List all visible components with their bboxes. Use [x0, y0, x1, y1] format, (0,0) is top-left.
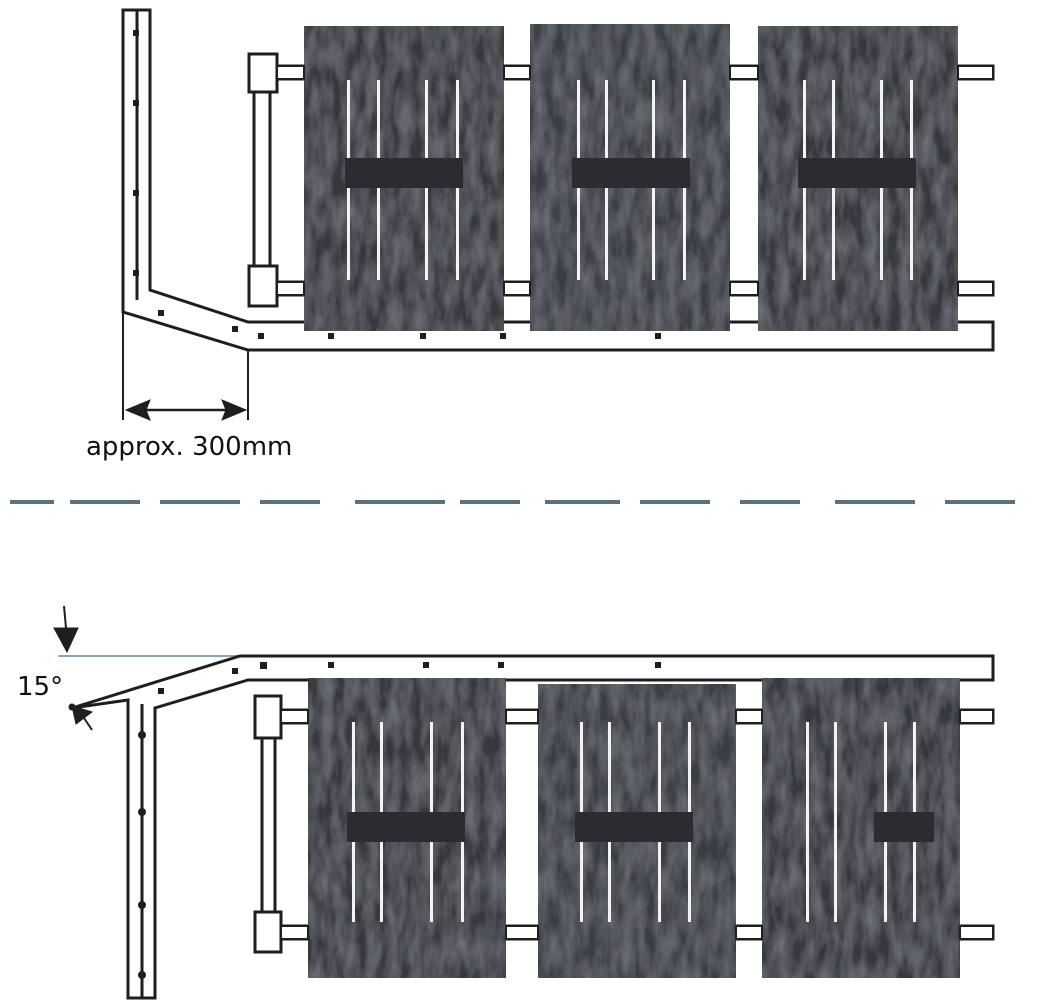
- top-panel-3: [758, 26, 958, 331]
- top-panels: [304, 24, 958, 331]
- top-bracket-bolts: [133, 30, 661, 339]
- angle-label: 15°: [17, 672, 64, 702]
- top-panel-1: [304, 26, 504, 331]
- top-view: [121, 8, 995, 421]
- top-rail-overlay: [276, 65, 994, 296]
- angle-arrow-icon: [53, 605, 94, 731]
- bottom-rail-overlay: [280, 709, 994, 940]
- top-wall-bracket: [121, 8, 995, 352]
- bottom-view: [53, 605, 995, 1000]
- bottom-panel-1: [308, 678, 506, 978]
- top-clamps: [247, 52, 279, 308]
- top-panel-2: [530, 24, 730, 331]
- view-separator: [10, 500, 1015, 504]
- bottom-wall-bracket: [71, 654, 995, 1000]
- bottom-panel-2: [538, 684, 736, 978]
- bottom-bracket-bolts: [138, 662, 661, 979]
- bottom-panel-3: [762, 678, 960, 978]
- dimension-arrow-icon: [122, 312, 249, 421]
- bottom-clamps: [253, 694, 283, 954]
- dimension-label: approx. 300mm: [86, 432, 293, 462]
- bottom-panels: [308, 678, 960, 978]
